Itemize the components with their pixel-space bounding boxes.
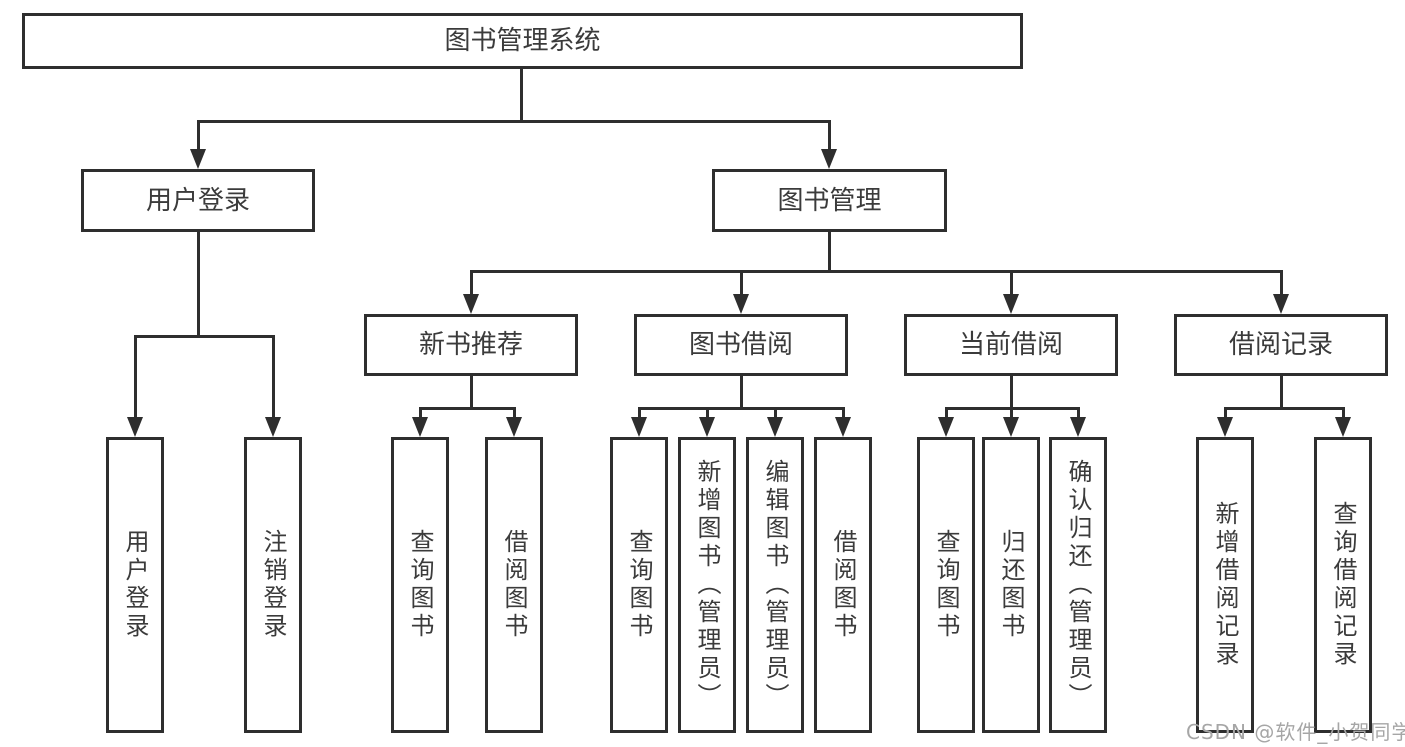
leaf-borrow-books-recommend: 借阅图书 [485, 437, 543, 733]
arrowhead-g2-leaf3 [767, 417, 783, 437]
connector-to-book-borrow [740, 270, 743, 294]
arrowhead-borrow-records [1273, 294, 1289, 314]
leaf-label: 借阅图书 [500, 529, 528, 641]
connector-g2-bar [638, 407, 845, 410]
connector-g2-leaf4 [842, 407, 845, 417]
arrowhead-g3-leaf2 [1003, 417, 1019, 437]
arrowhead-g1-leaf2 [506, 417, 522, 437]
connector-root-to-login [197, 120, 200, 149]
arrowhead-g2-leaf2 [699, 417, 715, 437]
node-system-root: 图书管理系统 [22, 13, 1023, 69]
arrowhead-new-book [463, 294, 479, 314]
leaf-confirm-return-admin: 确认归还（管理员） [1049, 437, 1107, 733]
leaf-label: 查询图书 [625, 529, 653, 641]
leaf-label: 新增图书（管理员） [693, 459, 721, 711]
leaf-borrow-books: 借阅图书 [814, 437, 872, 733]
arrowhead-g1-leaf1 [412, 417, 428, 437]
node-book-management: 图书管理 [712, 169, 947, 232]
connector-login-bar [134, 335, 275, 338]
connector-g2-stem [740, 376, 743, 407]
connector-management-stem [828, 232, 831, 270]
connector-g2-leaf3 [774, 407, 777, 417]
node-current-borrow: 当前借阅 [904, 314, 1118, 376]
node-label: 图书管理 [777, 185, 882, 216]
leaf-edit-book-admin: 编辑图书（管理员） [746, 437, 804, 733]
node-user-login: 用户登录 [81, 169, 315, 232]
connector-login-to-leaf2 [272, 335, 275, 417]
connector-g2-leaf2 [706, 407, 709, 417]
leaf-label: 确认归还（管理员） [1064, 459, 1092, 711]
node-label: 用户登录 [145, 185, 250, 216]
node-label: 新书推荐 [418, 330, 523, 360]
leaf-query-books-borrow: 查询图书 [610, 437, 668, 733]
connector-g3-leaf2 [1010, 407, 1013, 417]
connector-root-stem [520, 69, 523, 120]
arrowhead-g3-leaf1 [938, 417, 954, 437]
arrowhead-g3-leaf3 [1070, 417, 1086, 437]
arrowhead-book-borrow [733, 294, 749, 314]
connector-login-to-leaf1 [134, 335, 137, 417]
leaf-label: 借阅图书 [829, 529, 857, 641]
connector-to-current-borrow [1010, 270, 1013, 294]
arrowhead-g4-leaf2 [1335, 417, 1351, 437]
connector-g4-leaf1 [1224, 407, 1227, 417]
leaf-return-book: 归还图书 [982, 437, 1040, 733]
connector-g1-bar [419, 407, 516, 410]
connector-g3-leaf1 [945, 407, 948, 417]
node-label: 图书借阅 [688, 330, 793, 360]
arrowhead-g2-leaf1 [631, 417, 647, 437]
node-borrow-records: 借阅记录 [1174, 314, 1388, 376]
watermark: CSDN @软件_小贺同学 [1186, 720, 1405, 744]
leaf-query-books-recommend: 查询图书 [391, 437, 449, 733]
node-label: 当前借阅 [958, 330, 1063, 360]
connector-root-bar [197, 120, 831, 123]
connector-root-to-management [828, 120, 831, 149]
arrowhead-current-borrow [1003, 294, 1019, 314]
arrowhead-management [821, 149, 837, 169]
connector-g3-leaf3 [1077, 407, 1080, 417]
leaf-label: 查询图书 [406, 529, 434, 641]
leaf-add-book-admin: 新增图书（管理员） [678, 437, 736, 733]
arrowhead-g4-leaf1 [1217, 417, 1233, 437]
leaf-label: 新增借阅记录 [1211, 501, 1239, 669]
connector-g4-stem [1280, 376, 1283, 407]
node-new-book-recommend: 新书推荐 [364, 314, 578, 376]
leaf-add-borrow-record: 新增借阅记录 [1196, 437, 1254, 733]
leaf-query-borrow-record: 查询借阅记录 [1314, 437, 1372, 733]
connector-g4-bar [1224, 407, 1345, 410]
leaf-query-books-current: 查询图书 [917, 437, 975, 733]
arrowhead-login [190, 149, 206, 169]
node-book-borrow: 图书借阅 [634, 314, 848, 376]
connector-g1-stem [470, 376, 473, 407]
arrowhead-g2-leaf4 [835, 417, 851, 437]
connector-management-bar [470, 270, 1283, 273]
leaf-user-login: 用户登录 [106, 437, 164, 733]
leaf-label: 查询借阅记录 [1329, 501, 1357, 669]
leaf-label: 编辑图书（管理员） [761, 459, 789, 711]
node-label: 借阅记录 [1228, 330, 1333, 360]
connector-g1-leaf2 [513, 407, 516, 417]
connector-to-borrow-records [1280, 270, 1283, 294]
arrowhead-leaf-logout [265, 417, 281, 437]
leaf-label: 注销登录 [259, 529, 287, 641]
leaf-logout: 注销登录 [244, 437, 302, 733]
connector-g4-leaf2 [1342, 407, 1345, 417]
leaf-label: 归还图书 [997, 529, 1025, 641]
arrowhead-leaf-user-login [127, 417, 143, 437]
connector-g3-stem [1010, 376, 1013, 407]
leaf-label: 查询图书 [932, 529, 960, 641]
connector-to-new-book [470, 270, 473, 294]
connector-g1-leaf1 [419, 407, 422, 417]
node-label: 图书管理系统 [444, 26, 601, 56]
connector-login-stem [197, 232, 200, 335]
leaf-label: 用户登录 [121, 529, 149, 641]
connector-g2-leaf1 [638, 407, 641, 417]
